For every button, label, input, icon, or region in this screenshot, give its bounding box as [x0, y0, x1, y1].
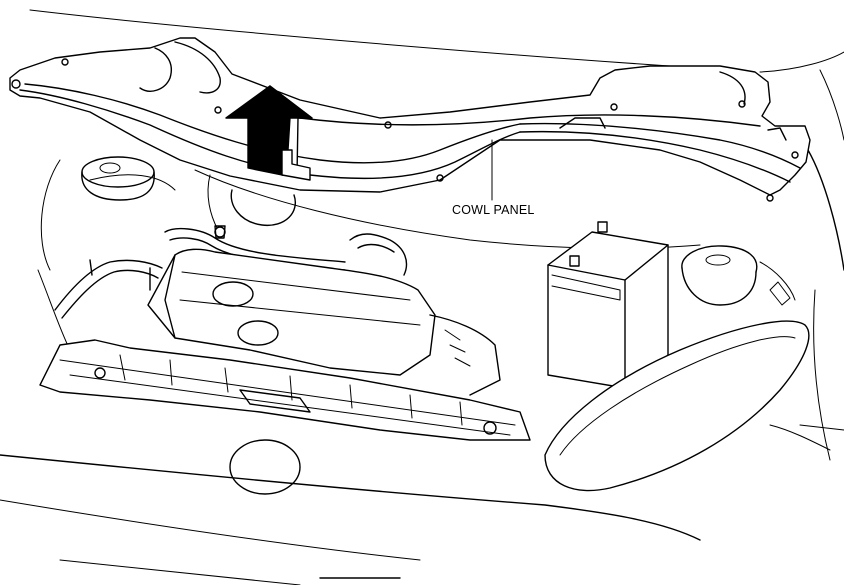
cover-hole-2: [237, 320, 279, 346]
hood-edge: [29, 9, 844, 73]
radiator-support: [39, 339, 531, 441]
cowl-panel: [9, 37, 811, 202]
headlamp: [544, 320, 810, 492]
right-fender: [807, 149, 844, 271]
right-strut-tower: [681, 245, 758, 273]
cowl-panel-label: COWL PANEL: [452, 203, 535, 217]
battery: [547, 221, 669, 389]
brake-booster: [230, 189, 296, 226]
left-strut-tower: [81, 156, 155, 188]
cover-hole-1: [212, 281, 254, 307]
engine-cover: [147, 248, 436, 376]
front-bumper: [0, 454, 701, 541]
up-arrow-icon: [225, 85, 313, 181]
front-emblem-opening: [229, 439, 301, 495]
